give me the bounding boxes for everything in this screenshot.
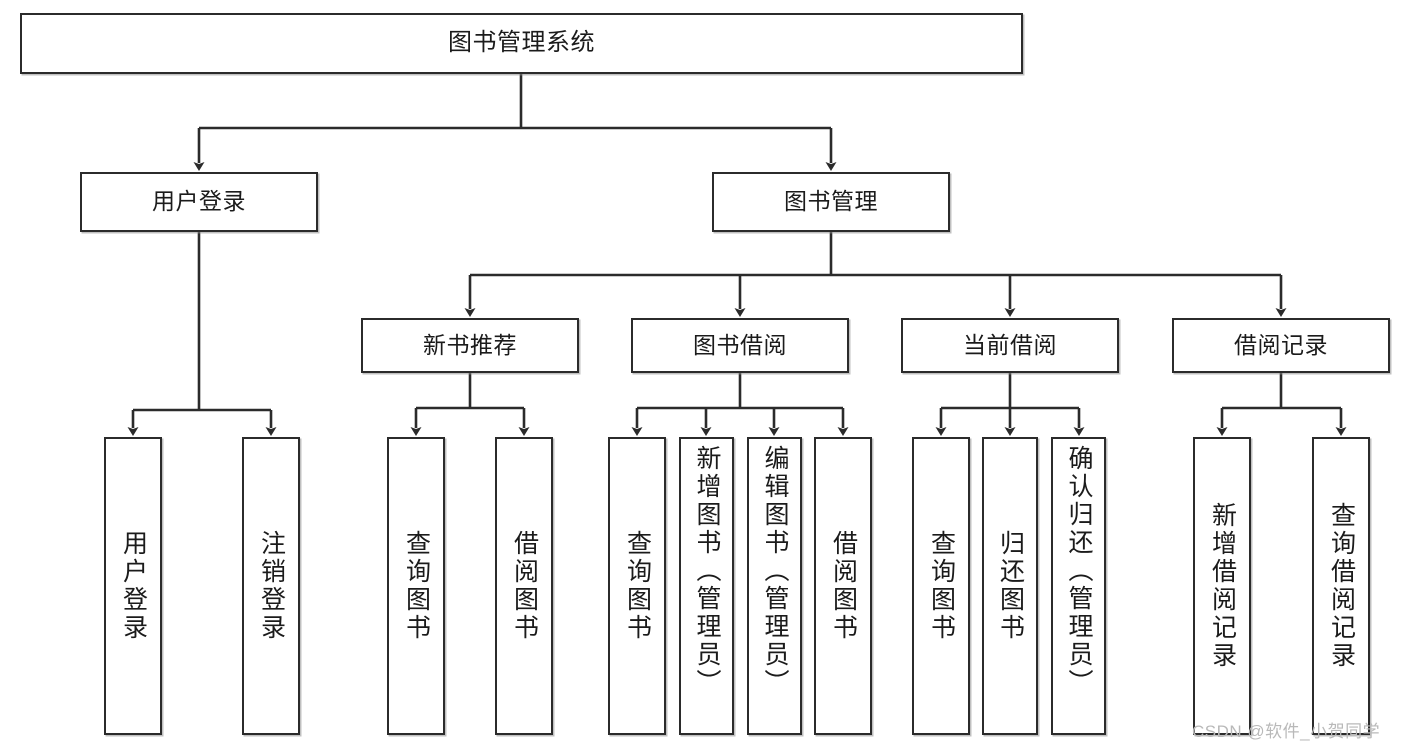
csdn-watermark: CSDN @软件_小贺同学 [1192, 722, 1381, 741]
node-new-book-recommend[interactable]: 新书推荐 [361, 318, 579, 373]
node-user-login[interactable]: 用户登录 [80, 172, 318, 232]
node-label: 查询图书 [623, 530, 652, 642]
node-label: 借阅记录 [1234, 331, 1328, 358]
node-root-book-management-system[interactable]: 图书管理系统 [20, 13, 1023, 74]
leaf-user-login-login[interactable]: 用户登录 [104, 437, 162, 735]
node-label: 用户登录 [152, 188, 246, 215]
leaf-current-borrow-return-book[interactable]: 归还图书 [982, 437, 1038, 735]
node-label: 查询借阅记录 [1327, 502, 1356, 670]
leaf-current-borrow-query-book[interactable]: 查询图书 [912, 437, 970, 735]
node-book-borrow[interactable]: 图书借阅 [631, 318, 849, 373]
node-label: 借阅图书 [829, 530, 858, 642]
node-current-borrow[interactable]: 当前借阅 [901, 318, 1119, 373]
leaf-new-book-query-book[interactable]: 查询图书 [387, 437, 445, 735]
leaf-current-borrow-confirm-return-admin[interactable]: 确认归还（管理员） [1051, 437, 1106, 735]
node-label: 查询图书 [927, 530, 956, 642]
node-label: 编辑图书（管理员） [761, 445, 789, 697]
node-label: 查询图书 [402, 530, 431, 642]
node-label: 新增图书（管理员） [693, 445, 721, 697]
node-label: 图书管理 [784, 188, 878, 215]
leaf-book-borrow-add-book-admin[interactable]: 新增图书（管理员） [679, 437, 734, 735]
node-label: 新书推荐 [423, 331, 517, 358]
leaf-borrow-record-add-record[interactable]: 新增借阅记录 [1193, 437, 1251, 735]
node-label: 图书管理系统 [448, 29, 595, 57]
leaf-book-borrow-borrow-book[interactable]: 借阅图书 [814, 437, 872, 735]
leaf-user-login-logout[interactable]: 注销登录 [242, 437, 300, 735]
node-book-management[interactable]: 图书管理 [712, 172, 950, 232]
node-label: 当前借阅 [963, 331, 1057, 358]
node-label: 归还图书 [996, 530, 1025, 642]
node-label: 注销登录 [257, 530, 286, 642]
leaf-new-book-borrow-book[interactable]: 借阅图书 [495, 437, 553, 735]
node-label: 借阅图书 [510, 530, 539, 642]
node-label: 确认归还（管理员） [1065, 445, 1093, 697]
node-label: 用户登录 [119, 530, 148, 642]
node-borrow-record[interactable]: 借阅记录 [1172, 318, 1390, 373]
leaf-book-borrow-query-book[interactable]: 查询图书 [608, 437, 666, 735]
node-label: 新增借阅记录 [1208, 502, 1237, 670]
leaf-borrow-record-query-record[interactable]: 查询借阅记录 [1312, 437, 1370, 735]
node-label: 图书借阅 [693, 331, 787, 358]
leaf-book-borrow-edit-book-admin[interactable]: 编辑图书（管理员） [747, 437, 802, 735]
